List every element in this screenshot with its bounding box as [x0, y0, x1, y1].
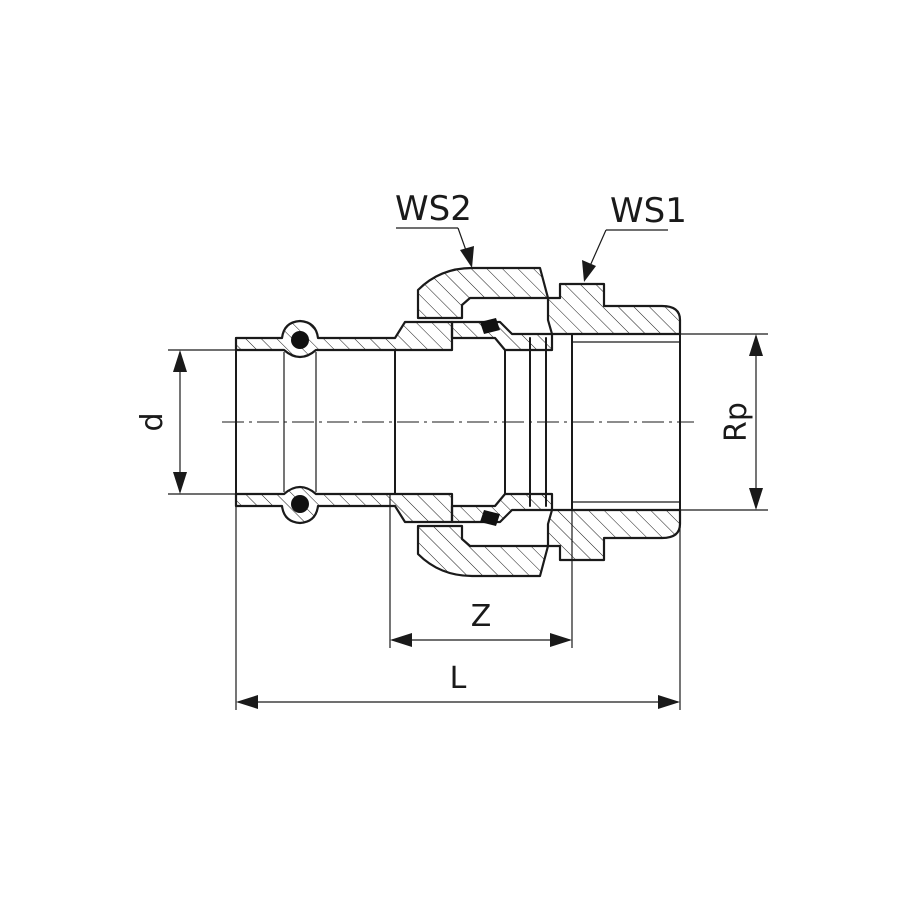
d-label: d: [135, 412, 170, 431]
dimension-z: Z: [389, 494, 573, 648]
dimension-l: L: [235, 506, 681, 710]
union-nut: [416, 266, 550, 578]
rp-arrow-top: [749, 334, 763, 356]
callout-ws1: WS1: [582, 191, 687, 282]
dimension-d: d: [135, 349, 236, 495]
l-arrow-right: [658, 695, 680, 709]
ws2-arrow: [460, 246, 474, 268]
d-arrow-bottom: [173, 472, 187, 494]
press-end-body: [234, 319, 454, 525]
o-ring-top: [291, 331, 309, 349]
ws1-arrow: [582, 260, 596, 282]
rp-arrow-bottom: [749, 488, 763, 510]
union-nut-bottom: [416, 524, 550, 578]
z-arrow-left: [390, 633, 412, 647]
l-arrow-left: [236, 695, 258, 709]
gasket-bottom: [480, 510, 500, 526]
callout-ws2: WS2: [395, 189, 474, 268]
press-end-bottom-wall: [234, 485, 454, 525]
o-ring-bottom: [291, 495, 309, 513]
d-arrow-top: [173, 350, 187, 372]
ws2-label: WS2: [395, 189, 472, 229]
threaded-body: [546, 282, 682, 562]
l-label: L: [450, 661, 467, 696]
ws1-label: WS1: [610, 191, 687, 231]
rp-label: Rp: [719, 402, 754, 442]
press-end-top-wall: [234, 319, 454, 359]
threaded-body-bottom: [546, 508, 682, 562]
sleeve-bottom: [450, 492, 554, 524]
z-arrow-right: [550, 633, 572, 647]
sleeve-top: [450, 320, 554, 352]
dimension-rp: Rp: [680, 333, 768, 511]
ws1-leader-diagonal: [589, 229, 607, 267]
threaded-body-top: [546, 282, 682, 336]
union-nut-top: [416, 266, 550, 320]
z-label: Z: [471, 599, 492, 634]
gasket-top: [480, 318, 500, 334]
